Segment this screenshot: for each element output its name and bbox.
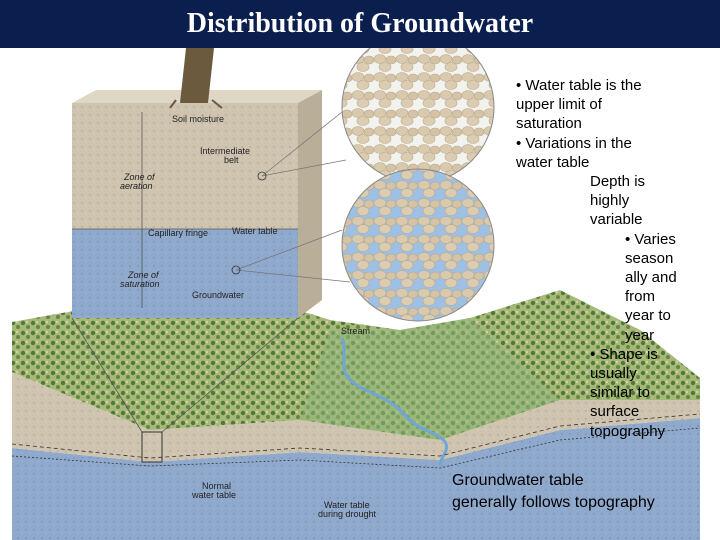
valley-slope <box>300 318 560 440</box>
label-stream: Stream <box>341 326 371 336</box>
saturated-bedrock <box>12 418 700 540</box>
label-zone-of-saturation: Zone of <box>128 270 159 280</box>
note-line: year <box>625 326 655 344</box>
label-water-table: Water table <box>232 226 278 236</box>
note-line: year to <box>625 307 671 325</box>
note-line: • Shape is <box>590 345 658 363</box>
note-line: topography <box>590 422 666 440</box>
label-normal-water-table: water table <box>192 490 237 500</box>
note-line: highly <box>590 192 630 210</box>
caption-line: Groundwater table <box>452 472 584 489</box>
title-bar <box>0 0 720 48</box>
label-aeration: aeration <box>120 181 153 191</box>
label-water-table-drought: Water table <box>324 500 370 510</box>
aeration-zone <box>72 103 298 229</box>
note-line: saturation <box>516 115 582 133</box>
label-normal: Normal <box>202 481 232 491</box>
label-soil-moisture: Soil moisture <box>172 114 225 124</box>
note-line: • Variations in the <box>516 134 632 152</box>
label-groundwater: Groundwater <box>192 290 245 300</box>
label-saturation: saturation <box>120 279 160 289</box>
note-line: similar to <box>590 384 651 402</box>
tree-trunk <box>180 48 214 103</box>
note-line: from <box>625 288 655 306</box>
label-intermediate: Intermediate <box>200 146 251 156</box>
note-line: usually <box>590 365 637 383</box>
note-line: water table <box>516 153 590 171</box>
page-title: Distribution of Groundwater <box>186 8 534 39</box>
label-during-drought: during drought <box>318 509 377 519</box>
normal-water-table-line <box>11 413 701 459</box>
caption-line: generally follows topography <box>452 494 655 511</box>
note-line: season <box>625 249 674 267</box>
note-line: Depth is <box>590 173 646 191</box>
note-line: variable <box>590 211 643 229</box>
label-zone-of-aeration: Zone of <box>124 172 155 182</box>
note-line: • Water table is the <box>516 77 642 94</box>
stream-channel <box>340 337 448 466</box>
note-line: upper limit of <box>516 96 602 114</box>
note-line: • Varies <box>625 230 676 248</box>
note-line: ally and <box>625 269 677 287</box>
notes-panel: • Water table is the upper limit of satu… <box>516 76 716 441</box>
label-capillary-fringe: Capillary fringe <box>148 228 209 238</box>
column-side <box>298 90 322 318</box>
groundwater-diagram <box>11 48 701 540</box>
label-belt: belt <box>224 155 239 165</box>
unsaturated-soil-band <box>12 372 700 462</box>
saturation-zone <box>72 229 298 318</box>
diagram-caption: Groundwater table generally follows topo… <box>452 470 655 514</box>
saturation-magnifier <box>341 168 495 322</box>
detail-box <box>141 431 163 463</box>
note-line: surface <box>590 403 640 421</box>
